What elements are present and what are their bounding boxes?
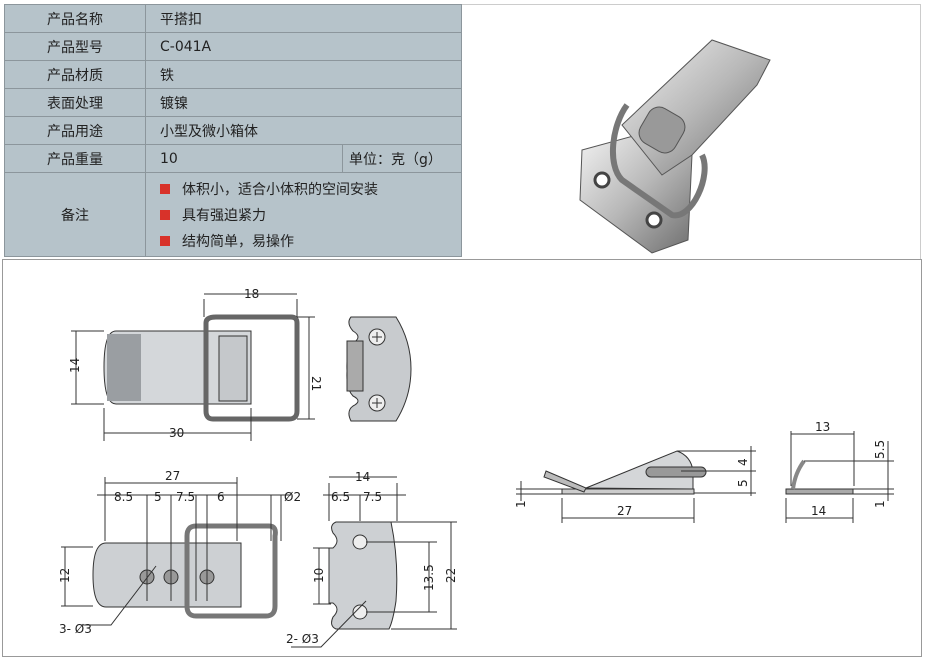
table-row: 产品用途小型及微小箱体 xyxy=(4,116,462,145)
bottom-plate-drawing xyxy=(291,476,457,648)
dim-label: 4 xyxy=(736,458,750,466)
dim-label: 22 xyxy=(444,568,458,583)
note-item: 体积小，适合小体积的空间安装 xyxy=(160,176,461,202)
table-row: 表面处理镀镍 xyxy=(4,88,462,117)
dim-label: 27 xyxy=(165,469,180,483)
table-row-notes: 备注 体积小，适合小体积的空间安装 具有强迫紧力 结构简单，易操作 xyxy=(4,172,462,257)
table-row: 产品名称平搭扣 xyxy=(4,4,462,33)
latch-photo-image xyxy=(579,39,771,254)
dim-label: Ø2 xyxy=(284,490,301,504)
dim-label: 7.5 xyxy=(176,490,195,504)
bullet-icon xyxy=(160,183,170,194)
product-photo xyxy=(462,4,921,260)
dim-label: 13.5 xyxy=(422,564,436,591)
dimension-labels: 18 14 30 21 27 8.5 5 7.5 6 Ø2 12 3- Ø3 1… xyxy=(58,287,887,646)
dim-label: 8.5 xyxy=(114,490,133,504)
side-view-drawing xyxy=(516,446,756,523)
bullet-icon xyxy=(160,209,170,220)
dim-label: 12 xyxy=(58,568,72,583)
dim-label: 6.5 xyxy=(331,490,350,504)
dim-label: 1 xyxy=(873,500,887,508)
technical-drawings: 18 14 30 21 27 8.5 5 7.5 6 Ø2 12 3- Ø3 1… xyxy=(2,259,922,657)
dim-label: 7.5 xyxy=(363,490,382,504)
table-row: 产品材质铁 xyxy=(4,60,462,89)
dim-label: 6 xyxy=(217,490,225,504)
top-view-drawing xyxy=(71,293,315,441)
bullet-icon xyxy=(160,235,170,246)
bottom-view-drawing xyxy=(61,477,291,626)
dim-label: 18 xyxy=(244,287,259,301)
dim-label: 2- Ø3 xyxy=(286,632,319,646)
dim-label: 14 xyxy=(355,470,370,484)
dim-label: 14 xyxy=(68,358,82,373)
dim-label: 1 xyxy=(514,500,528,508)
dim-label: 5 xyxy=(736,479,750,487)
dim-label: 3- Ø3 xyxy=(59,622,92,636)
dim-label: 30 xyxy=(169,426,184,440)
dim-label: 10 xyxy=(312,568,326,583)
note-item: 结构简单，易操作 xyxy=(160,228,461,254)
dim-label: 27 xyxy=(617,504,632,518)
dim-label: 5 xyxy=(154,490,162,504)
note-item: 具有强迫紧力 xyxy=(160,202,461,228)
dim-label: 13 xyxy=(815,420,830,434)
dim-label: 5.5 xyxy=(873,440,887,459)
top-plate-drawing xyxy=(346,316,412,422)
end-view-drawing xyxy=(785,431,894,523)
dim-label: 21 xyxy=(309,376,323,391)
dim-label: 14 xyxy=(811,504,826,518)
weight-unit: 单位：克（g） xyxy=(342,144,462,173)
